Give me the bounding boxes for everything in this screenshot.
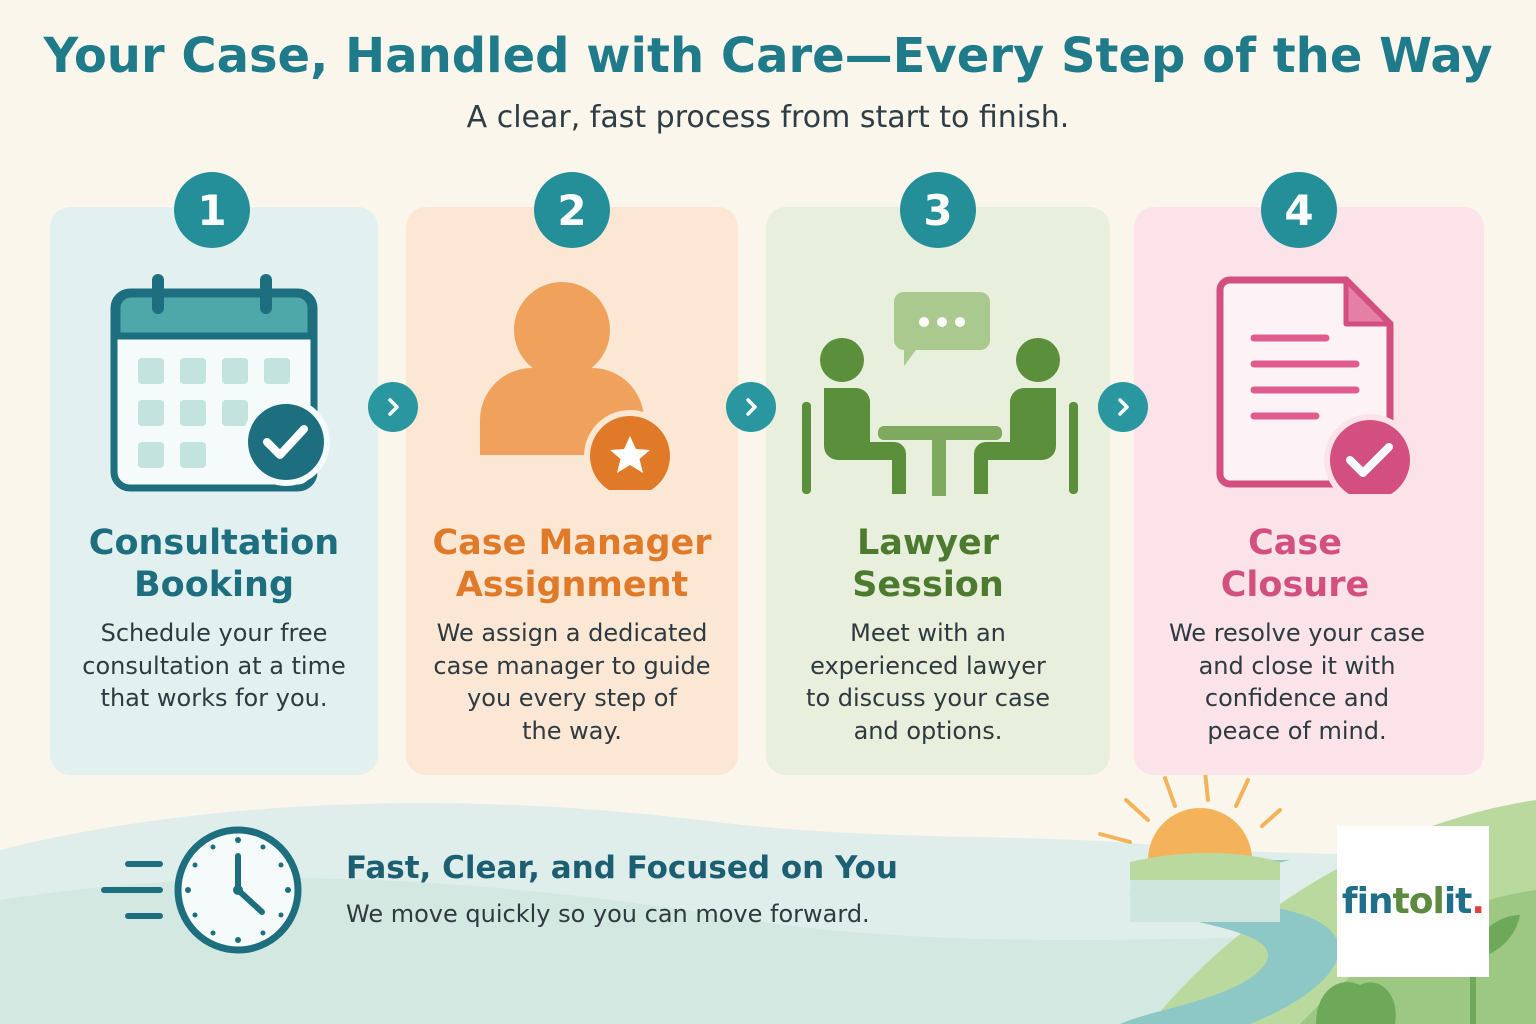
person-star-icon (480, 282, 676, 490)
document-check-icon (1216, 276, 1416, 494)
next-arrow-icon (368, 382, 418, 432)
calendar-check-icon (110, 274, 330, 492)
footer-subtitle: We move quickly so you can move forward. (346, 900, 870, 928)
meeting-icon (802, 292, 1078, 496)
clock-icon (101, 826, 302, 954)
page-title: Your Case, Handled with Care—Every Step … (43, 28, 1493, 84)
step-number-badge: 3 (900, 172, 976, 248)
step-number-badge: 4 (1261, 172, 1337, 248)
step-number-badge: 2 (534, 172, 610, 248)
next-arrow-icon (1098, 382, 1148, 432)
page-subtitle: A clear, fast process from start to fini… (466, 100, 1070, 135)
step-number-badge: 1 (174, 172, 250, 248)
footer-title: Fast, Clear, and Focused on You (346, 850, 898, 886)
brand-logo-text: fintolit. (1341, 881, 1485, 922)
next-arrow-icon (726, 382, 776, 432)
brand-logo: fintolit. (1337, 826, 1489, 977)
